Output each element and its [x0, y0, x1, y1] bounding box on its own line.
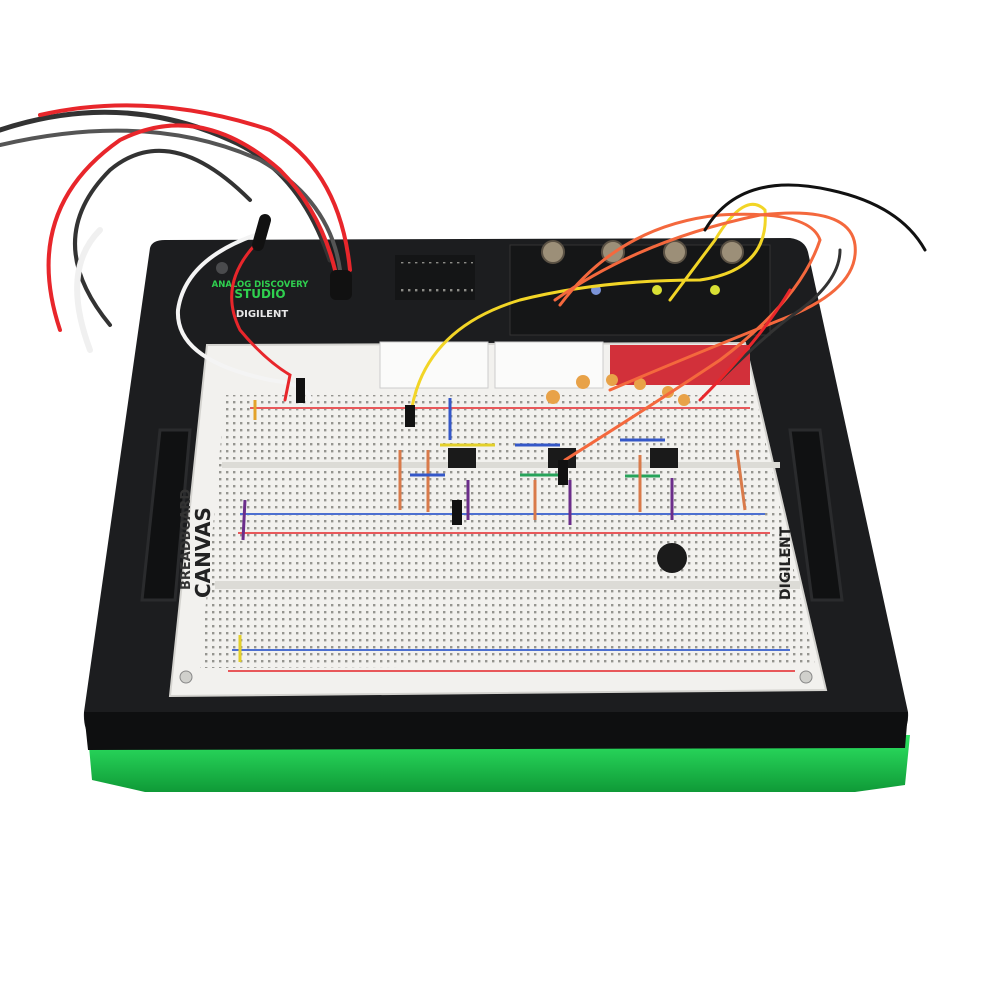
capacitors: [546, 374, 690, 406]
cable-connector: [330, 270, 352, 300]
header-block: [379, 341, 489, 389]
pin-header: [395, 255, 475, 300]
jumper-wires: [238, 398, 747, 662]
module-label-bottom: STUDIO: [234, 287, 285, 301]
breadboard-holes: [200, 395, 815, 668]
led-indicator: [216, 262, 228, 274]
wire-plug: [452, 500, 462, 525]
module-label-top: ANALOG DISCOVERY: [212, 280, 310, 290]
breadboard-label-2: CANVAS: [191, 507, 215, 598]
red-header-block: [610, 345, 750, 385]
wire-plug: [558, 460, 568, 485]
right-handle: [788, 428, 844, 602]
wire-plug: [296, 378, 305, 403]
module-brand: DIGILENT: [236, 309, 289, 320]
cables: [0, 103, 927, 462]
tray-edge: [84, 712, 908, 750]
breadboard-brand: DIGILENT: [778, 526, 794, 600]
wire-plug: [405, 405, 415, 427]
ic-chips: [448, 448, 678, 468]
buzzer: [657, 543, 687, 573]
screws: [179, 670, 813, 684]
left-handle: [140, 428, 192, 602]
power-rails: [228, 407, 795, 672]
breadboard-label-1: BREADBOARD: [179, 489, 194, 590]
